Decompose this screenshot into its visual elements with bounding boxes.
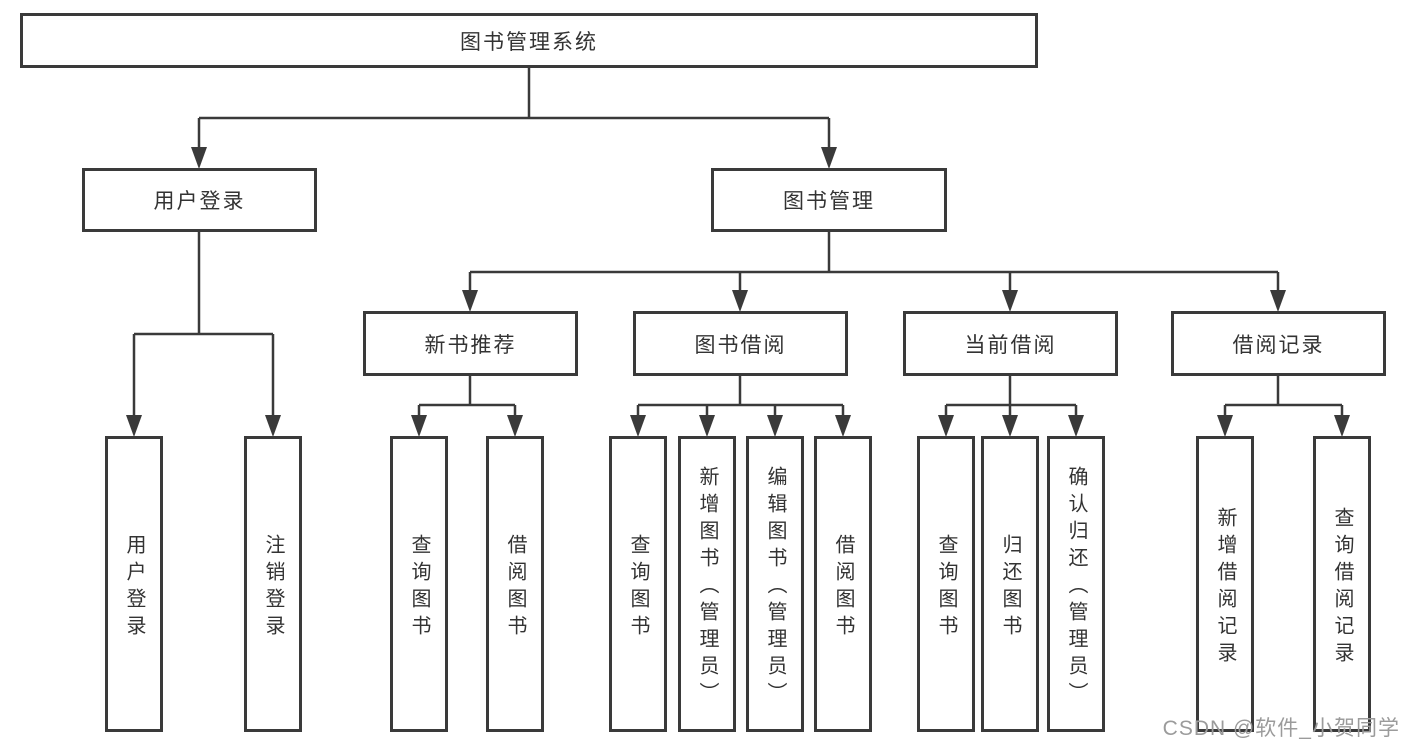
arrowhead — [507, 415, 523, 437]
leaf-query-borrow-record-label: 查询借阅记录 — [1331, 506, 1353, 669]
leaf-borrow-books-label: 借阅图书 — [832, 533, 854, 642]
arrowhead — [1002, 415, 1018, 437]
arrowhead — [462, 290, 478, 312]
arrowhead — [938, 415, 954, 437]
arrowhead — [1270, 290, 1286, 312]
leaf-return-book: 归还图书 — [981, 436, 1039, 732]
node-book-management: 图书管理 — [711, 168, 947, 232]
leaf-add-book-admin: 新增图书（管理员） — [678, 436, 736, 732]
connector-current-borrow-to-leaves — [944, 376, 1078, 420]
leaf-edit-book-admin-label: 编辑图书（管理员） — [764, 466, 786, 709]
arrowhead — [1217, 415, 1233, 437]
arrowhead — [767, 415, 783, 437]
leaf-query-books-current-label: 查询图书 — [935, 533, 957, 642]
connector-book-management-to-level3 — [468, 232, 1280, 295]
leaf-edit-book-admin: 编辑图书（管理员） — [746, 436, 804, 732]
leaf-user-login: 用户登录 — [105, 436, 163, 732]
node-user-login-label: 用户登录 — [153, 190, 246, 213]
arrowhead — [1002, 290, 1018, 312]
node-book-borrow: 图书借阅 — [633, 311, 848, 376]
connector-borrow-records-to-leaves — [1223, 376, 1344, 420]
arrowhead — [411, 415, 427, 437]
leaf-add-borrow-record: 新增借阅记录 — [1196, 436, 1254, 732]
arrowhead — [126, 415, 142, 437]
leaf-borrow-books: 借阅图书 — [814, 436, 872, 732]
connector-user-login-to-leaves — [132, 232, 275, 420]
arrowhead — [699, 415, 715, 437]
arrowhead — [1334, 415, 1350, 437]
leaf-return-book-label: 归还图书 — [999, 533, 1021, 642]
arrowhead — [1068, 415, 1084, 437]
node-user-login: 用户登录 — [82, 168, 317, 232]
leaf-query-books-borrow: 查询图书 — [609, 436, 667, 732]
node-new-book-recommend: 新书推荐 — [363, 311, 578, 376]
leaf-query-books-recommend: 查询图书 — [390, 436, 448, 732]
leaf-confirm-return-admin: 确认归还（管理员） — [1047, 436, 1105, 732]
node-borrow-records-label: 借阅记录 — [1232, 333, 1325, 357]
connector-book-borrow-to-leaves — [636, 376, 845, 420]
arrowhead — [732, 290, 748, 312]
leaf-query-books-recommend-label: 查询图书 — [408, 533, 430, 642]
leaf-confirm-return-admin-label: 确认归还（管理员） — [1065, 466, 1087, 709]
leaf-query-books-current: 查询图书 — [917, 436, 975, 732]
node-root: 图书管理系统 — [20, 13, 1038, 68]
node-new-book-recommend-label: 新书推荐 — [424, 333, 517, 357]
csdn-watermark: CSDN @软件_小贺同学 — [1162, 717, 1400, 740]
leaf-query-books-borrow-label: 查询图书 — [627, 533, 649, 642]
node-book-borrow-label: 图书借阅 — [694, 333, 787, 357]
node-book-management-label: 图书管理 — [783, 190, 875, 213]
arrowhead — [821, 147, 837, 169]
node-current-borrow: 当前借阅 — [903, 311, 1118, 376]
leaf-logout-label: 注销登录 — [262, 533, 284, 642]
leaf-query-borrow-record: 查询借阅记录 — [1313, 436, 1371, 732]
leaf-add-borrow-record-label: 新增借阅记录 — [1214, 506, 1236, 669]
arrowhead — [630, 415, 646, 437]
leaf-user-login-label: 用户登录 — [123, 533, 145, 642]
arrowhead — [191, 147, 207, 169]
leaf-borrow-books-recommend-label: 借阅图书 — [504, 533, 526, 642]
arrowhead — [265, 415, 281, 437]
connector-root-to-level2 — [197, 68, 831, 150]
node-borrow-records: 借阅记录 — [1171, 311, 1386, 376]
leaf-logout: 注销登录 — [244, 436, 302, 732]
connector-new-book-recommend-to-leaves — [417, 376, 517, 420]
node-root-label: 图书管理系统 — [460, 30, 598, 54]
arrowhead — [835, 415, 851, 437]
leaf-add-book-admin-label: 新增图书（管理员） — [696, 466, 718, 709]
leaf-borrow-books-recommend: 借阅图书 — [486, 436, 544, 732]
node-current-borrow-label: 当前借阅 — [964, 333, 1057, 357]
